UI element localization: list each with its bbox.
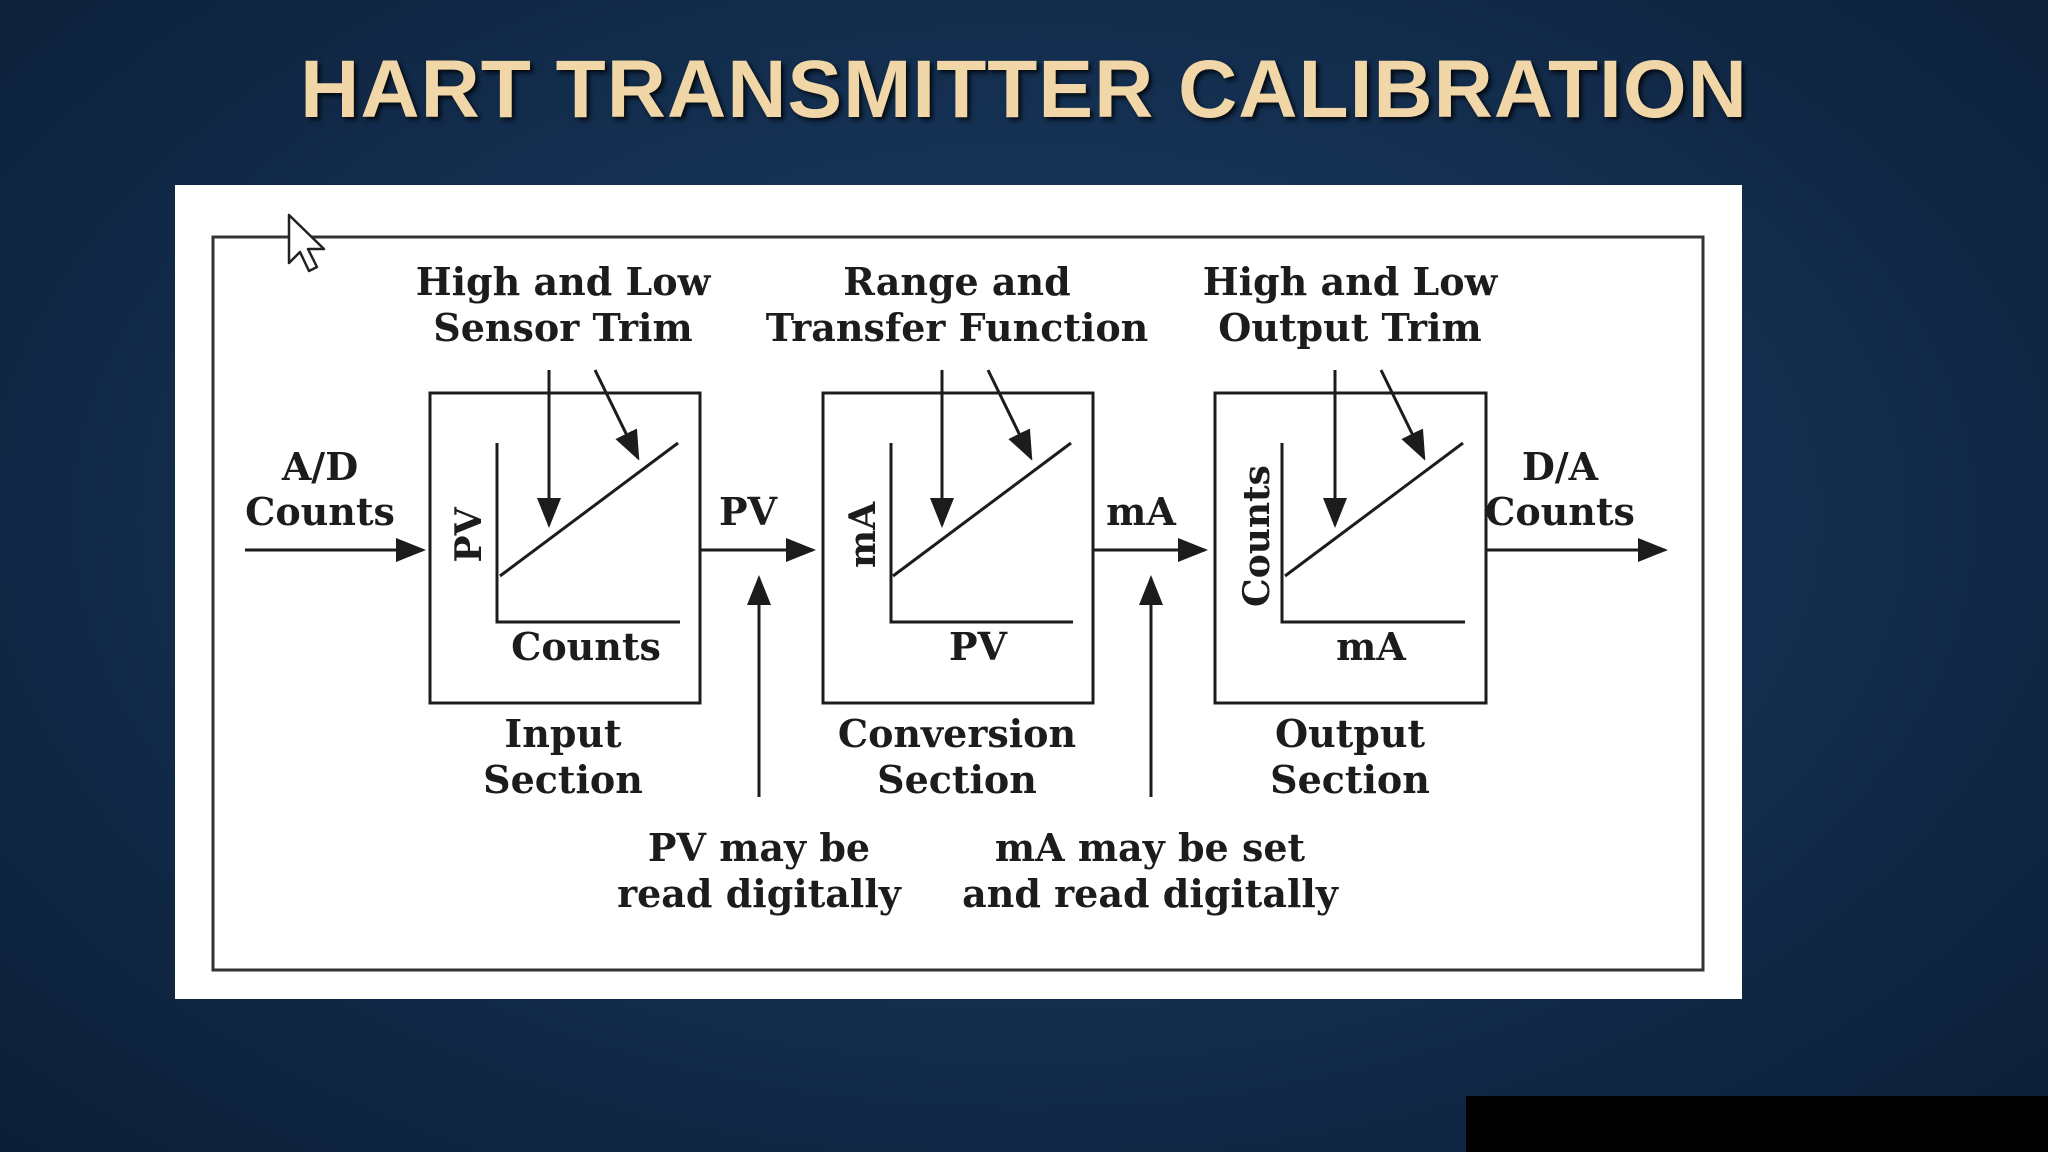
diagram-frame bbox=[211, 235, 1705, 972]
output-graph-axes bbox=[1280, 443, 1465, 624]
output-section-label-line1: Output bbox=[1275, 711, 1425, 756]
sensor-trim-arrow-slope bbox=[593, 369, 640, 461]
output-trim-label-line1: High and Low bbox=[1203, 259, 1499, 304]
conversion-section-box bbox=[821, 391, 1095, 705]
conversion-x-axis-label: PV bbox=[949, 624, 1009, 669]
conversion-section: Range and Transfer Function mA PV Conver… bbox=[766, 259, 1149, 802]
input-label-line2: Counts bbox=[245, 489, 395, 534]
range-function-label-line1: Range and bbox=[843, 259, 1071, 304]
output-y-axis-label: Counts bbox=[1236, 465, 1278, 607]
sensor-trim-label-line2: Sensor Trim bbox=[433, 305, 692, 350]
input-transfer-line bbox=[499, 441, 679, 578]
redaction-bar bbox=[1466, 1096, 2048, 1152]
ma-note-line2: and read digitally bbox=[962, 871, 1339, 916]
calibration-block-diagram: A/D Counts D/A Counts PV mA PV may be re… bbox=[211, 235, 1705, 972]
sensor-trim-label-line1: High and Low bbox=[416, 259, 712, 304]
mouse-pointer-icon bbox=[287, 213, 326, 273]
output-label-line2: Counts bbox=[1485, 489, 1635, 534]
conversion-section-label-line1: Conversion bbox=[838, 711, 1076, 756]
pv-link-label: PV bbox=[719, 489, 779, 534]
output-trim-arrow-slope bbox=[1379, 369, 1426, 461]
output-transfer-line bbox=[1284, 441, 1464, 578]
slide-title: HART TRANSMITTER CALIBRATION bbox=[300, 44, 1748, 135]
output-label-line1: D/A bbox=[1522, 444, 1599, 489]
output-x-axis-label: mA bbox=[1336, 624, 1406, 669]
input-section: High and Low Sensor Trim PV Counts Input… bbox=[416, 259, 712, 802]
input-graph-axes bbox=[495, 443, 680, 624]
output-trim-label-line2: Output Trim bbox=[1218, 305, 1481, 350]
conversion-graph-axes bbox=[889, 443, 1073, 624]
range-arrow-slope bbox=[986, 369, 1033, 461]
input-label-line1: A/D bbox=[281, 444, 358, 489]
input-x-axis-label: Counts bbox=[511, 624, 661, 669]
pv-note-line1: PV may be bbox=[648, 825, 870, 870]
range-function-label-line2: Transfer Function bbox=[766, 305, 1149, 350]
ma-note-line1: mA may be set bbox=[995, 825, 1306, 870]
conversion-y-axis-label: mA bbox=[842, 501, 884, 568]
input-section-label-line1: Input bbox=[504, 711, 622, 756]
ma-link-label: mA bbox=[1106, 489, 1176, 534]
output-section-label-line2: Section bbox=[1270, 757, 1430, 802]
conversion-transfer-line bbox=[892, 441, 1072, 578]
pv-note-line2: read digitally bbox=[617, 871, 902, 916]
input-section-box bbox=[428, 391, 702, 705]
conversion-section-label-line2: Section bbox=[877, 757, 1037, 802]
input-section-label-line2: Section bbox=[483, 757, 643, 802]
input-y-axis-label: PV bbox=[448, 506, 490, 562]
output-section-box bbox=[1213, 391, 1488, 705]
diagram-card: A/D Counts D/A Counts PV mA PV may be re… bbox=[175, 185, 1742, 999]
output-section: High and Low Output Trim Counts mA Outpu… bbox=[1203, 259, 1499, 802]
